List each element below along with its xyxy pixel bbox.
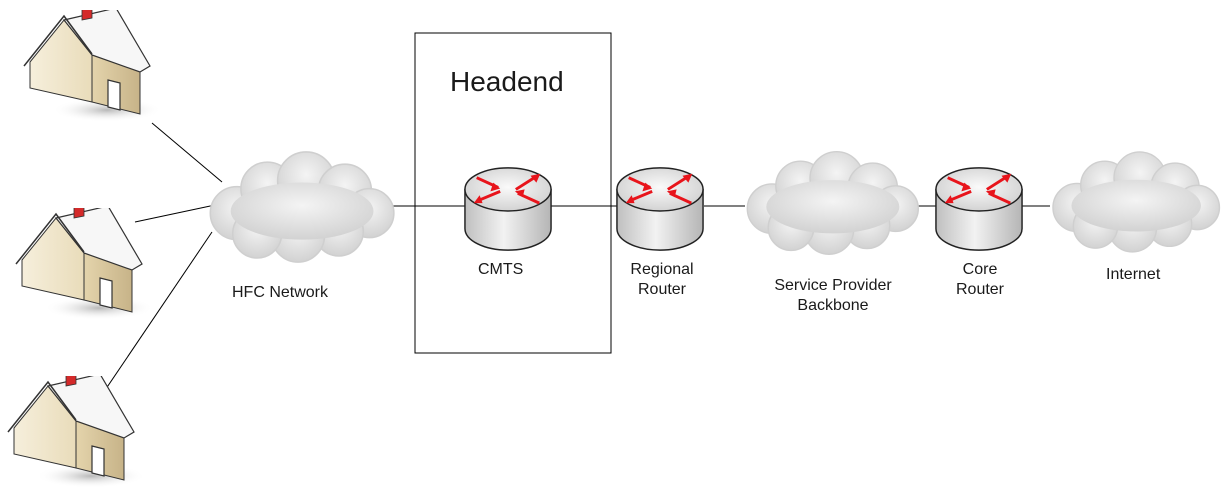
backbone-label-line2: Backbone	[797, 297, 869, 314]
cloud-icon	[1052, 151, 1221, 253]
backbone-label-line1: Service Provider	[774, 277, 892, 294]
cloud-icon	[209, 151, 395, 263]
link-house2-hfc	[134, 204, 216, 223]
core-router-label: Core Router	[942, 260, 1018, 300]
router-icon	[463, 166, 553, 252]
house-icon	[15, 208, 154, 321]
headend-title: Headend	[450, 66, 564, 97]
core-router-label-line2: Router	[955, 281, 1005, 298]
backbone-label: Service Provider Backbone	[748, 276, 918, 316]
house-icon	[23, 10, 162, 123]
hfc-network-label: HFC Network	[232, 284, 329, 301]
regional-router-label-line1: Regional	[630, 261, 694, 278]
regional-router-label: Regional Router	[622, 260, 702, 300]
router-icon	[934, 166, 1024, 252]
link-house1-hfc	[151, 122, 223, 183]
internet-label: Internet	[1106, 266, 1161, 283]
cloud-icon	[746, 150, 920, 255]
core-router-label-line1: Core	[962, 261, 998, 278]
cmts-label: CMTS	[478, 261, 524, 278]
headend-box	[414, 32, 612, 354]
house-icon	[7, 376, 146, 489]
connection-lines	[94, 122, 1050, 406]
link-house3-hfc	[94, 231, 213, 406]
router-icon	[615, 166, 705, 252]
regional-router-label-line2: Router	[637, 281, 687, 298]
